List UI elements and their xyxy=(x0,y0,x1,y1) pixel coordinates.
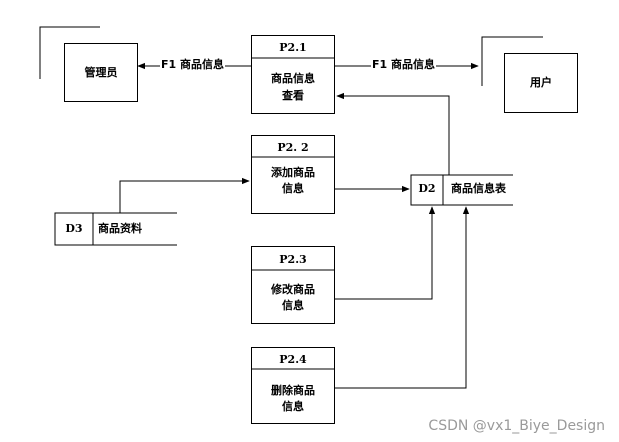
datastore-d2-name: 商品信息表 xyxy=(451,182,506,195)
process-p22: P2. 2 添加商品 信息 xyxy=(251,135,335,214)
flow-d3-to-p22 xyxy=(119,177,250,213)
external-admin-label: 管理员 xyxy=(84,66,118,79)
process-p22-name-line2: 信息 xyxy=(282,182,304,195)
datastore-d2-id: D2 xyxy=(418,182,436,195)
process-p23-name-line1: 修改商品 xyxy=(271,283,315,296)
external-user: 用户 xyxy=(504,53,578,113)
process-p22-name-line1: 添加商品 xyxy=(271,166,315,179)
process-p21-name-line2: 查看 xyxy=(282,89,304,102)
flow-d2-to-p21 xyxy=(336,92,450,175)
process-p23: P2.3 修改商品 信息 xyxy=(251,246,335,324)
process-p24-id: P2.4 xyxy=(279,353,307,366)
process-p23-id: P2.3 xyxy=(279,253,307,266)
datastore-d2-outline xyxy=(410,174,513,206)
process-p22-id: P2. 2 xyxy=(277,141,309,154)
process-p21-name-line1: 商品信息 xyxy=(271,72,315,85)
process-p24: P2.4 删除商品 信息 xyxy=(251,347,335,424)
external-admin: 管理员 xyxy=(64,43,138,102)
flow-p24-to-d2 xyxy=(334,206,470,389)
process-p23-name-line2: 信息 xyxy=(282,299,304,312)
flow-label-to-user: F1 商品信息 xyxy=(371,57,436,73)
process-p24-name-line2: 信息 xyxy=(282,400,304,413)
datastore-d3-id: D3 xyxy=(65,222,83,235)
datastore-d3-outline xyxy=(54,212,177,246)
external-user-label: 用户 xyxy=(530,76,552,89)
process-p21-id: P2.1 xyxy=(279,41,307,54)
watermark-text: CSDN @vx1_Biye_Design xyxy=(428,418,605,434)
datastore-d3-name: 商品资料 xyxy=(98,222,142,235)
process-p21: P2.1 商品信息 查看 xyxy=(251,35,335,114)
admin-corner-mark xyxy=(39,26,100,79)
flow-p23-to-d2 xyxy=(334,206,436,300)
flow-label-to-admin: F1 商品信息 xyxy=(160,57,225,73)
user-corner-mark xyxy=(481,36,543,86)
process-p24-name-line1: 删除商品 xyxy=(271,384,315,397)
